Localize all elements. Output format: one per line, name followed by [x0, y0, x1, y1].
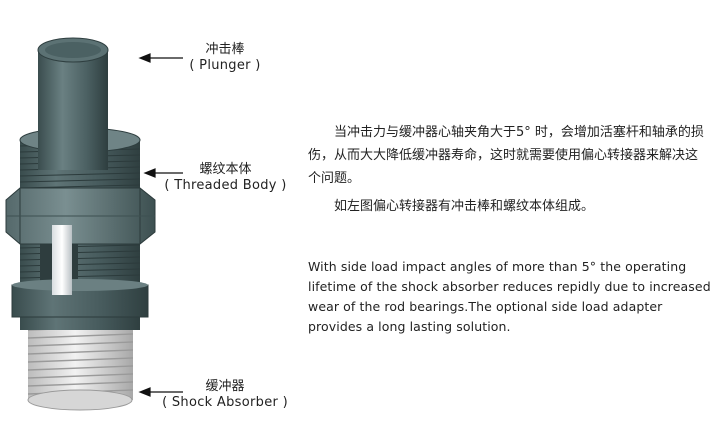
plunger-label: 冲击棒 ( Plunger ): [185, 42, 265, 74]
shock-absorber-label-zh: 缓冲器: [205, 379, 245, 394]
shock-absorber-label-en: ( Shock Absorber ): [162, 395, 288, 410]
shock-absorber-label: 缓冲器 ( Shock Absorber ): [160, 379, 290, 411]
threaded-body-label: 螺纹本体 ( Threaded Body ): [163, 162, 288, 194]
plunger-label-zh: 冲击棒: [205, 42, 245, 57]
chinese-description-paragraph-1: 当冲击力与缓冲器心轴夹角大于5° 时，会增加活塞杆和轴承的损伤，从而大大降低缓冲…: [308, 125, 704, 186]
hex-nut: [5, 187, 156, 245]
plunger-part: [37, 37, 109, 170]
threaded-body-label-zh: 螺纹本体: [199, 162, 252, 177]
chinese-description-paragraph-2: 如左图偏心转接器有冲击棒和螺纹本体组成。: [334, 199, 595, 214]
leader-arrows: [138, 53, 183, 397]
english-description-paragraph: With side load impact angles of more tha…: [308, 259, 711, 334]
plunger-label-en: ( Plunger ): [189, 58, 261, 73]
threaded-body-label-en: ( Threaded Body ): [164, 178, 287, 193]
lower-collar: [11, 279, 149, 318]
